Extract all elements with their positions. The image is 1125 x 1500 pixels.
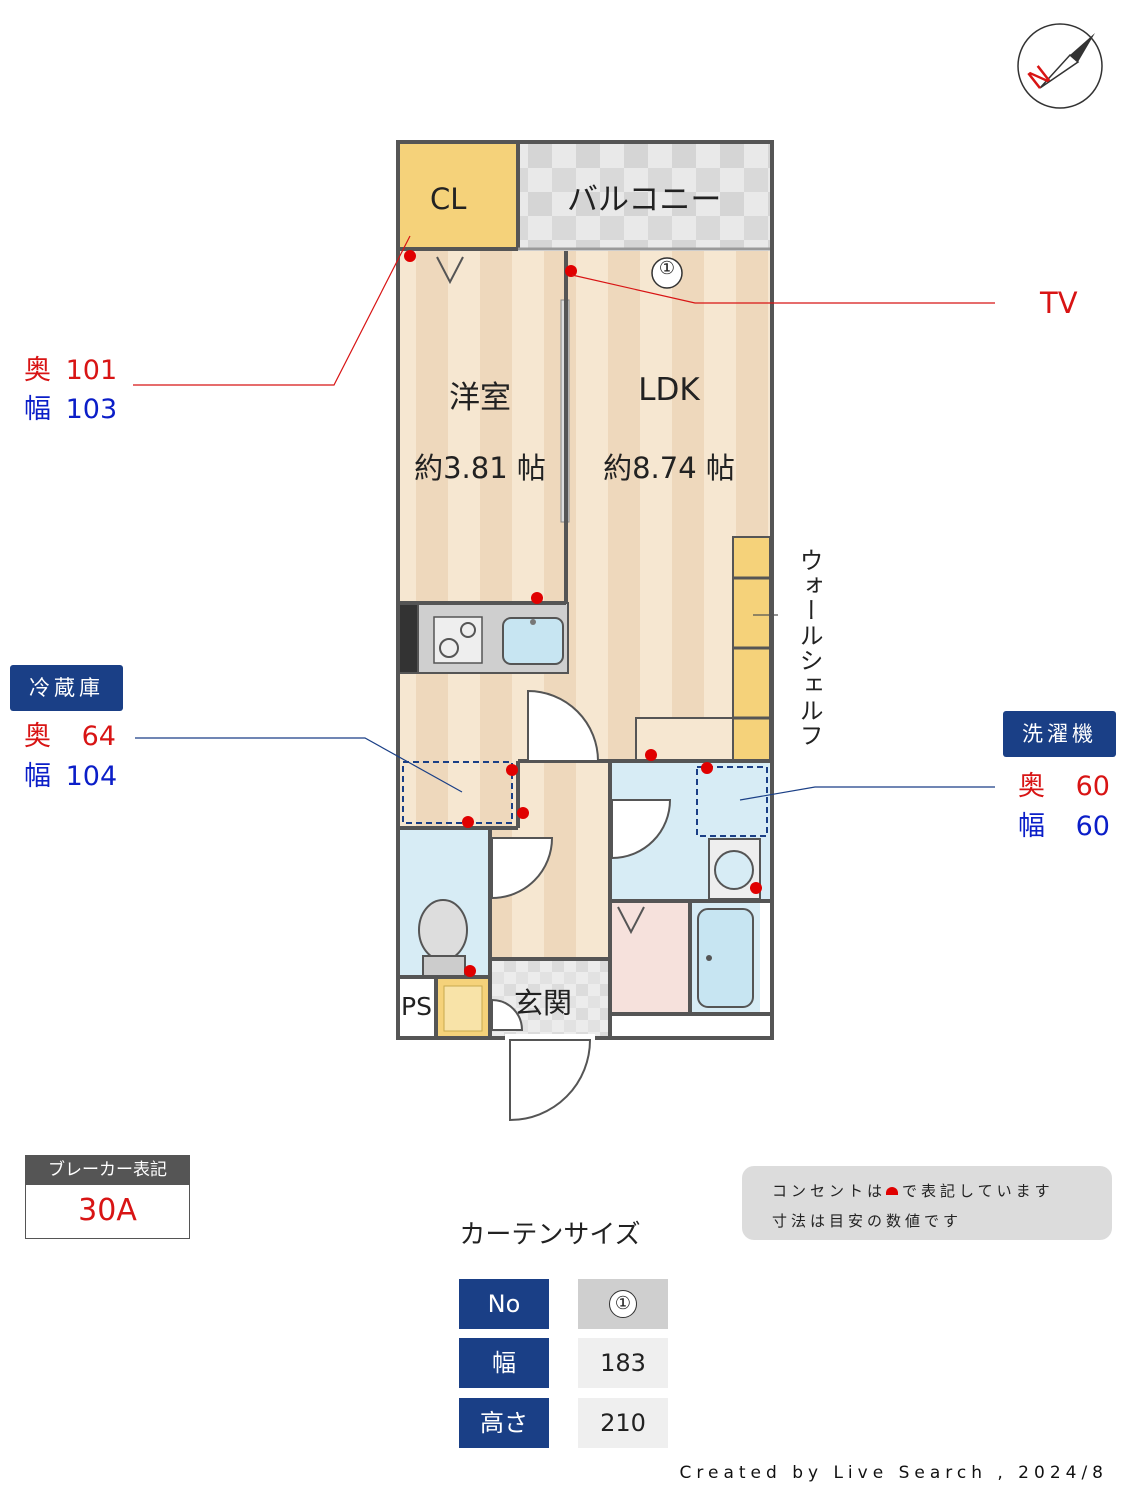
curtain-row-value: ①	[578, 1279, 668, 1329]
door-swings	[436, 256, 672, 1122]
curtain-title: カーテンサイズ	[459, 1220, 641, 1250]
washer-space	[696, 766, 768, 837]
curtain-row-head: 高さ	[459, 1398, 549, 1448]
washer-width-label: 幅	[1018, 811, 1045, 842]
western-room-floor	[400, 251, 566, 603]
fridge-depth-label: 奥	[24, 721, 51, 752]
washer-tag: 洗濯機	[1003, 711, 1116, 757]
outlet-legend-icon	[886, 1187, 899, 1195]
washer-depth-value: 60	[1075, 771, 1110, 802]
washer-width: 幅 60	[1018, 808, 1110, 846]
note-line-1: コンセントはで表記しています	[772, 1180, 1054, 1201]
closet-width-label: 幅	[24, 394, 51, 425]
washer-depth: 奥 60	[1018, 768, 1110, 806]
toilet-icon	[418, 899, 468, 977]
western-room-size: 約3.81 帖	[414, 451, 546, 485]
balcony-area	[518, 142, 770, 249]
closet-width: 幅 103	[24, 391, 117, 429]
note-line-1-before: コンセントは	[772, 1182, 887, 1200]
compass-icon: N	[1017, 23, 1103, 109]
washer-depth-label: 奥	[1018, 771, 1045, 802]
balcony-label: バルコニー	[567, 182, 722, 218]
fridge-width-value: 104	[65, 761, 118, 792]
window-marker: ①	[658, 258, 676, 279]
breaker-box: ブレーカー表記 30A	[25, 1155, 190, 1239]
washer-width-value: 60	[1075, 811, 1110, 842]
fridge-space	[402, 761, 513, 824]
wall-shelf-label: ウォールシェルフ	[795, 548, 823, 748]
fridge-width-label: 幅	[24, 761, 51, 792]
curtain-no-marker: ①	[609, 1290, 637, 1318]
ldk-size: 約8.74 帖	[603, 451, 735, 485]
fridge-depth: 奥 64	[24, 718, 116, 756]
bathtub	[697, 908, 754, 1008]
wall-shelf	[732, 536, 771, 762]
leader-lines	[133, 235, 995, 801]
closet-area	[398, 142, 518, 249]
credit-text: Created by Live Search , 2024/8	[679, 1463, 1108, 1483]
curtain-row-value: 210	[578, 1398, 668, 1448]
fridge-depth-value: 64	[81, 721, 116, 752]
fridge-width: 幅 104	[24, 758, 117, 796]
ps-area	[400, 979, 436, 1038]
closet-label: CL	[430, 182, 467, 216]
western-room-label: 洋室	[449, 380, 511, 416]
closet-depth-label: 奥	[24, 355, 51, 386]
curtain-row-head: 幅	[459, 1338, 549, 1388]
curtain-row-value: 183	[578, 1338, 668, 1388]
note-line-2: 寸法は目安の数値です	[772, 1212, 963, 1230]
entrance-label: 玄関	[514, 986, 573, 1020]
walls	[396, 140, 774, 1040]
kitchen-counter	[400, 602, 569, 674]
ps-label: PS	[401, 992, 432, 1021]
note-box: コンセントはで表記しています 寸法は目安の数値です	[742, 1166, 1112, 1240]
ldk-label: LDK	[638, 372, 700, 408]
note-line-1-after: で表記しています	[902, 1182, 1054, 1200]
closet-depth-value: 101	[65, 355, 118, 386]
outlet-markers	[404, 250, 762, 977]
breaker-value: 30A	[78, 1193, 137, 1228]
curtain-row-head: No	[459, 1279, 549, 1329]
tv-label: TV	[1040, 286, 1078, 320]
breaker-title: ブレーカー表記	[26, 1156, 189, 1185]
closet-width-value: 103	[65, 394, 118, 425]
fridge-tag: 冷蔵庫	[10, 665, 123, 711]
closet-depth: 奥 101	[24, 352, 117, 390]
window-marker-circle	[651, 257, 683, 289]
